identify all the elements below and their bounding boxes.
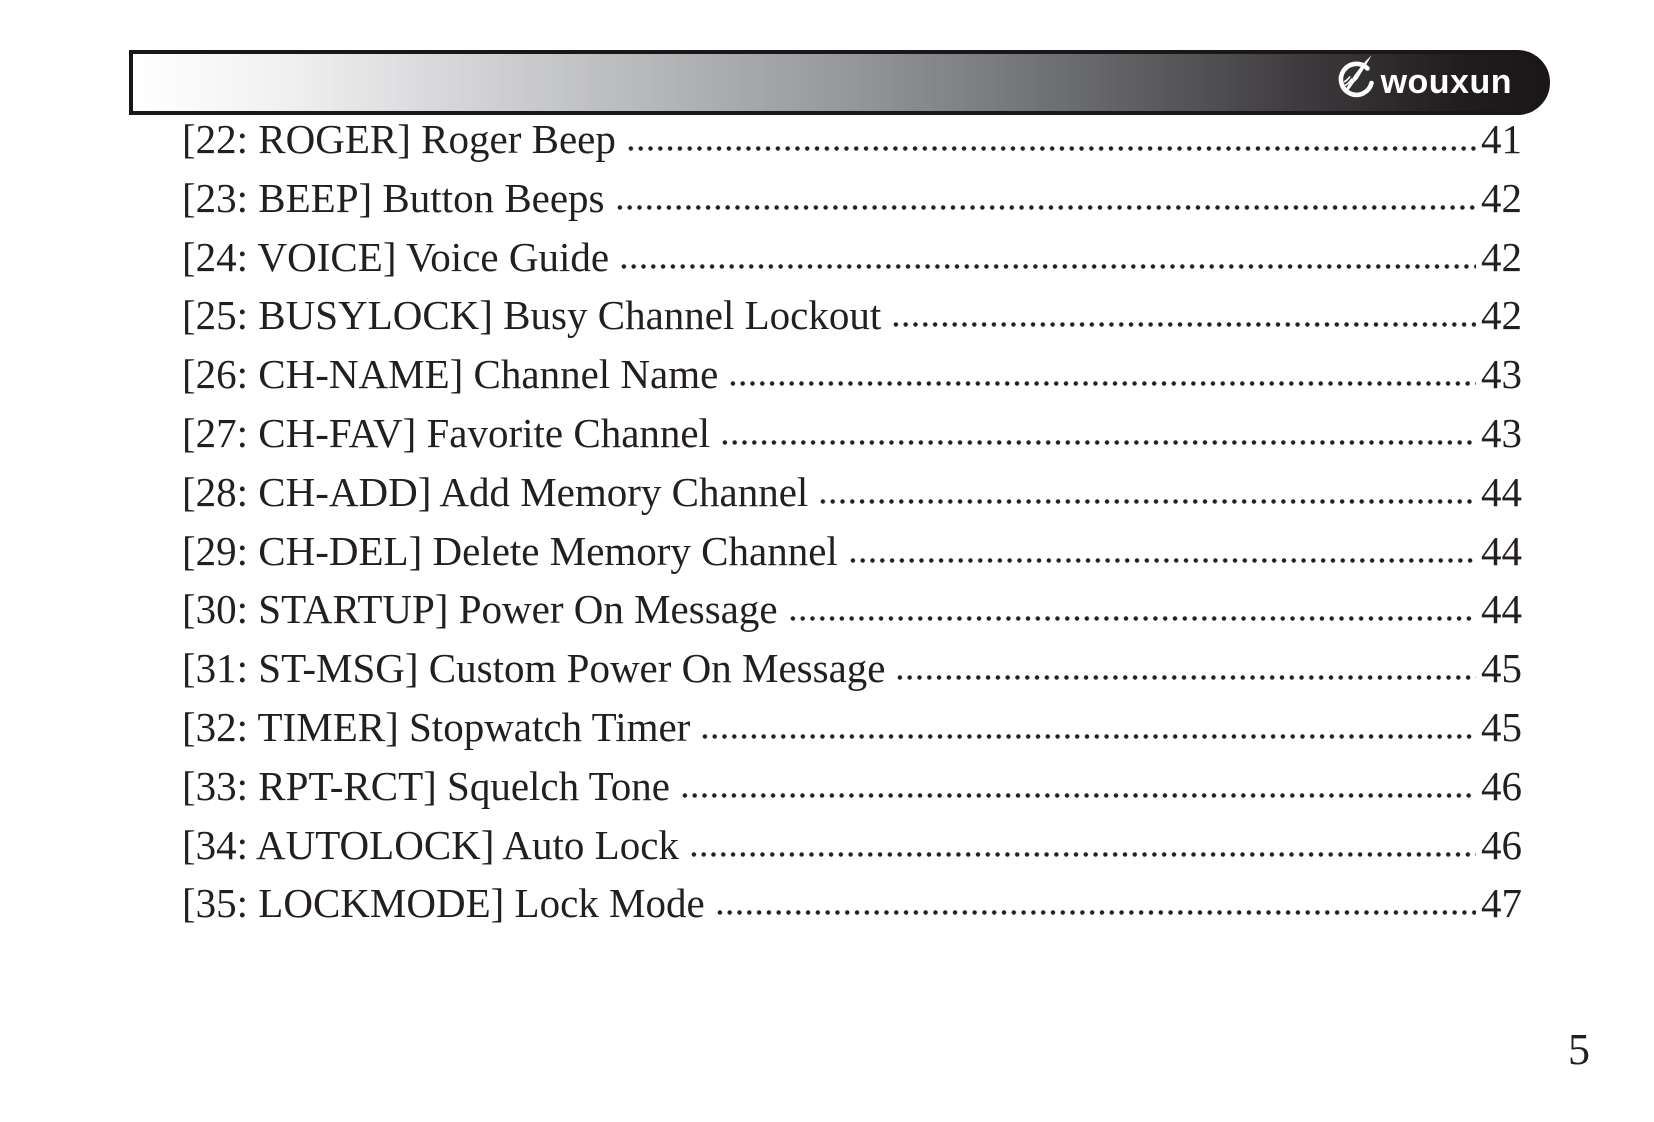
toc-entry-page: 47 <box>1481 880 1522 927</box>
dot-leader <box>688 849 1476 859</box>
toc-entry-page: 42 <box>1481 233 1522 280</box>
dot-leader <box>700 731 1476 741</box>
wouxun-logo: wouxun <box>1331 55 1512 105</box>
toc-entry-label: [35: LOCKMODE] Lock Mode <box>182 880 705 927</box>
toc-entry-page: 42 <box>1481 174 1522 221</box>
dot-leader <box>720 437 1476 447</box>
toc-entry-page: 44 <box>1481 527 1522 574</box>
dot-leader <box>847 555 1476 565</box>
toc-entry: [34: AUTOLOCK] Auto Lock 46 <box>182 818 1522 877</box>
toc-entry: [30: STARTUP] Power On Message 44 <box>182 582 1522 641</box>
toc-entry: [35: LOCKMODE] Lock Mode 47 <box>182 876 1522 935</box>
toc-entry-label: [26: CH-NAME] Channel Name <box>182 351 719 398</box>
toc-entry-page: 44 <box>1481 468 1522 515</box>
dot-leader <box>680 790 1476 800</box>
toc-entry: [31: ST-MSG] Custom Power On Message 45 <box>182 641 1522 700</box>
toc-entry-label: [22: ROGER] Roger Beep <box>182 116 616 162</box>
toc-entry-label: [30: STARTUP] Power On Message <box>182 586 778 633</box>
toc-entry-label: [32: TIMER] Stopwatch Timer <box>182 703 691 750</box>
toc-entry-label: [24: VOICE] Voice Guide <box>182 233 610 280</box>
dot-leader <box>895 673 1476 683</box>
toc-entry: [26: CH-NAME] Channel Name 43 <box>182 347 1522 406</box>
page-number: 5 <box>1568 1025 1590 1074</box>
toc-entry-label: [31: ST-MSG] Custom Power On Message <box>182 645 886 692</box>
toc-entry: [27: CH-FAV] Favorite Channel 43 <box>182 406 1522 465</box>
toc-entry: [22: ROGER] Roger Beep 41 <box>182 112 1522 171</box>
dot-leader <box>625 144 1476 153</box>
toc-entry-label: [29: CH-DEL] Delete Memory Channel <box>182 527 838 574</box>
toc-entry-label: [25: BUSYLOCK] Busy Channel Lockout <box>182 292 882 339</box>
toc-entry-label: [33: RPT-RCT] Squelch Tone <box>182 762 670 809</box>
toc-entry-page: 45 <box>1481 645 1522 692</box>
toc-entry-page: 45 <box>1481 703 1522 750</box>
dot-leader <box>787 614 1476 624</box>
toc-entry-label: [34: AUTOLOCK] Auto Lock <box>182 821 679 868</box>
dot-leader <box>614 202 1476 212</box>
toc-entry: [29: CH-DEL] Delete Memory Channel 44 <box>182 524 1522 583</box>
toc-entry: [32: TIMER] Stopwatch Timer 45 <box>182 700 1522 759</box>
toc-entry-label: [23: BEEP] Button Beeps <box>182 174 605 221</box>
toc-entry-page: 46 <box>1481 762 1522 809</box>
dot-leader <box>619 261 1476 271</box>
wouxun-emblem-icon <box>1338 55 1374 97</box>
dot-leader <box>891 320 1476 330</box>
toc-entry-page: 46 <box>1481 821 1522 868</box>
dot-leader <box>728 379 1476 389</box>
toc-entry-page: 44 <box>1481 586 1522 633</box>
toc-entry-page: 42 <box>1481 292 1522 339</box>
toc-entry: [28: CH-ADD] Add Memory Channel 44 <box>182 465 1522 524</box>
toc-entry-page: 41 <box>1481 116 1522 162</box>
header-bar: wouxun <box>129 50 1550 115</box>
dot-leader <box>714 908 1476 918</box>
toc-entry-label: [27: CH-FAV] Favorite Channel <box>182 409 711 456</box>
toc-entry: [33: RPT-RCT] Squelch Tone 46 <box>182 759 1522 818</box>
toc-list: [22: ROGER] Roger Beep 41 [23: BEEP] But… <box>182 112 1522 935</box>
toc-entry: [24: VOICE] Voice Guide 42 <box>182 230 1522 289</box>
toc-entry: [23: BEEP] Button Beeps 42 <box>182 171 1522 230</box>
toc-entry-label: [28: CH-ADD] Add Memory Channel <box>182 468 809 515</box>
toc-entry-page: 43 <box>1481 409 1522 456</box>
toc-entry-page: 43 <box>1481 351 1522 398</box>
wouxun-logo-text: wouxun <box>1380 62 1512 101</box>
toc-entry: [25: BUSYLOCK] Busy Channel Lockout 42 <box>182 288 1522 347</box>
dot-leader <box>818 496 1476 506</box>
